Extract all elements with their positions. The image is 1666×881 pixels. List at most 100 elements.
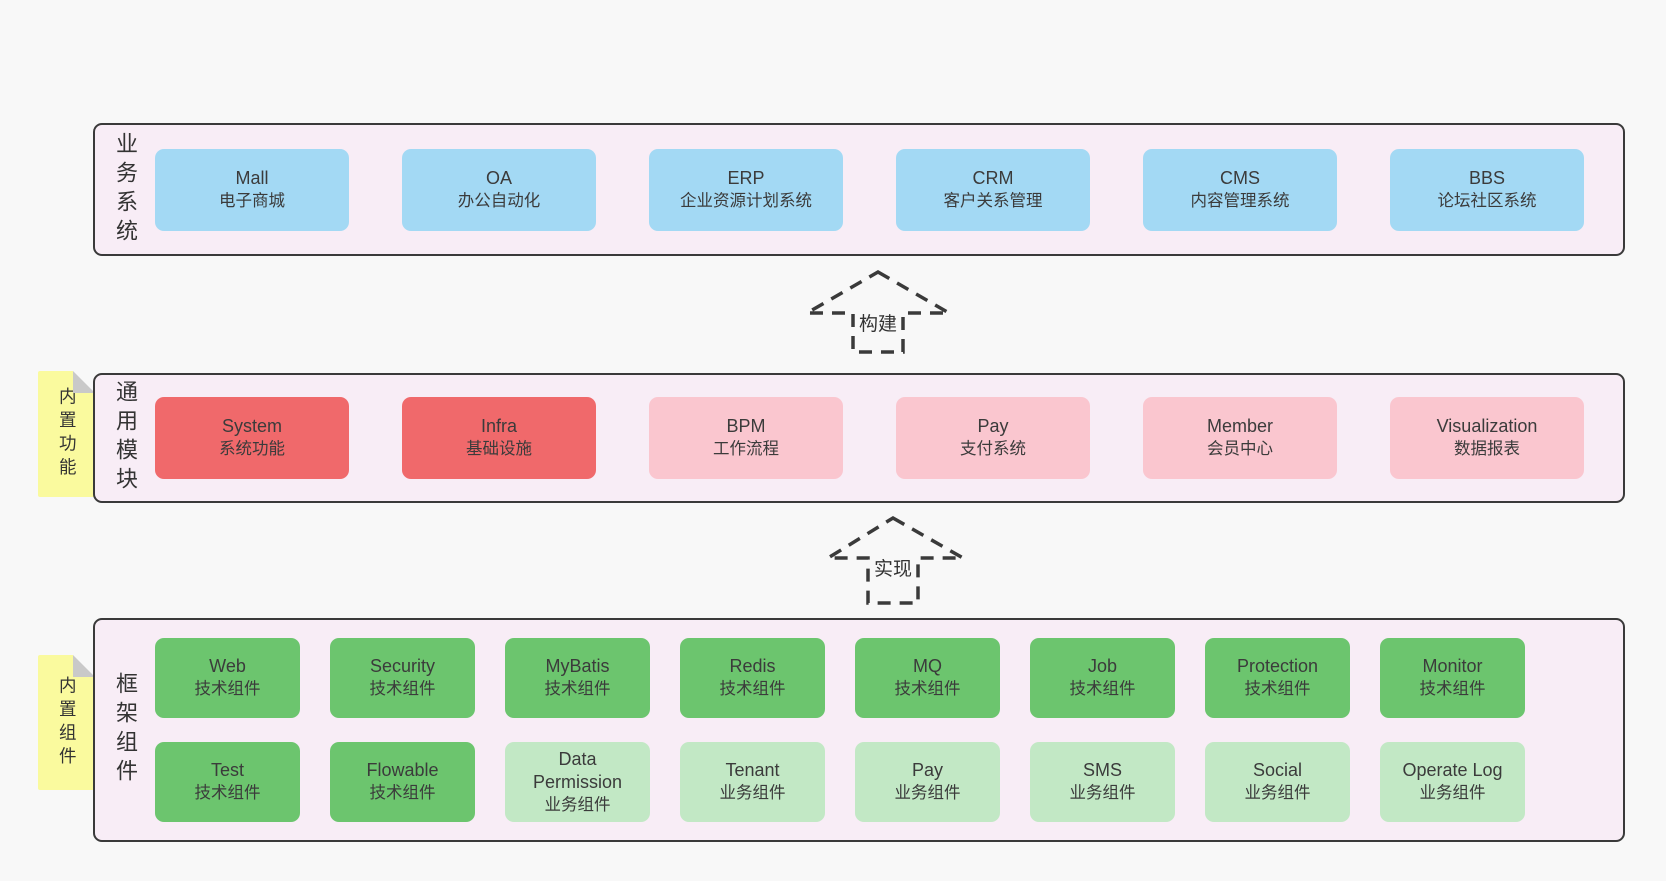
box-subtitle: 技术组件: [894, 680, 961, 698]
box-subtitle: 技术组件: [194, 680, 261, 698]
box-crm: CRM 客户关系管理: [896, 148, 1090, 231]
panel-framework-label: 框架组件: [95, 672, 155, 788]
box-subtitle: 技术组件: [719, 680, 786, 698]
implement-arrow: 实现: [821, 515, 970, 605]
framework-box-grid: Web 技术组件 Security 技术组件 MyBatis 技术组件 Redi…: [155, 638, 1525, 822]
note-built-in-components: 内置组件: [38, 655, 95, 790]
box-test: Test 技术组件: [155, 742, 300, 822]
box-title: Mall: [235, 167, 269, 188]
box-subtitle: 业务组件: [1244, 784, 1311, 802]
note-built-in-features-label: 内置功能: [57, 387, 78, 481]
box-subtitle: 会员中心: [1207, 440, 1273, 458]
box-title: Job: [1087, 656, 1118, 676]
box-subtitle: 工作流程: [713, 440, 779, 458]
box-bpm: BPM 工作流程: [649, 397, 843, 479]
box-mq: MQ 技术组件: [855, 638, 1000, 718]
box-subtitle: 企业资源计划系统: [680, 191, 812, 210]
box-subtitle: 技术组件: [544, 680, 611, 698]
box-title: Flowable: [366, 760, 439, 780]
box-mybatis: MyBatis 技术组件: [505, 638, 650, 718]
box-pay-biz: Pay 业务组件: [855, 742, 1000, 822]
box-monitor: Monitor 技术组件: [1380, 638, 1525, 718]
box-oa: OA 办公自动化: [402, 148, 596, 231]
box-mall: Mall 电子商城: [155, 148, 349, 231]
box-system: System 系统功能: [155, 397, 349, 479]
folded-corner-icon: [73, 371, 95, 393]
box-title: SMS: [1082, 760, 1122, 780]
box-subtitle: 客户关系管理: [943, 191, 1043, 210]
implement-arrow-label: 实现: [874, 558, 912, 580]
panel-modules-label-text: 通用模块: [113, 380, 138, 496]
box-subtitle: 业务组件: [544, 795, 611, 814]
box-title: Security: [369, 656, 436, 676]
panel-business-label-text: 业务系统: [113, 131, 138, 248]
box-title: Visualization: [1436, 416, 1538, 436]
box-subtitle: 基础设施: [466, 440, 532, 458]
box-subtitle: 办公自动化: [457, 191, 541, 210]
box-social: Social 业务组件: [1205, 742, 1350, 822]
box-data-permission: Data Permission 业务组件: [505, 742, 650, 822]
panel-business-label: 业务系统: [95, 132, 155, 248]
box-title: CMS: [1220, 167, 1260, 188]
box-title: Operate Log: [1402, 760, 1503, 780]
box-pay: Pay 支付系统: [896, 397, 1090, 479]
business-box-row: Mall 电子商城 OA 办公自动化 ERP 企业资源计划系统 CRM 客户关系…: [155, 148, 1584, 231]
box-title: MyBatis: [545, 656, 610, 676]
box-subtitle: 技术组件: [1069, 680, 1136, 698]
box-cms: CMS 内容管理系统: [1143, 148, 1337, 231]
box-subtitle: 系统功能: [219, 440, 285, 458]
box-protection: Protection 技术组件: [1205, 638, 1350, 718]
panel-framework-label-text: 框架组件: [113, 672, 138, 788]
box-title: Redis: [729, 656, 776, 676]
box-title: BPM: [726, 416, 766, 436]
box-title: Pay: [911, 760, 944, 780]
panel-business-systems: 业务系统 Mall 电子商城 OA 办公自动化 ERP 企业资源计划系统 CRM…: [93, 123, 1625, 256]
box-infra: Infra 基础设施: [402, 397, 596, 479]
box-web: Web 技术组件: [155, 638, 300, 718]
box-title: Web: [209, 656, 246, 676]
box-title: CRM: [972, 167, 1014, 188]
implement-arrow-shape: [821, 515, 970, 605]
box-tenant: Tenant 业务组件: [680, 742, 825, 822]
box-subtitle: 业务组件: [719, 784, 786, 802]
box-subtitle: 技术组件: [369, 680, 436, 698]
note-built-in-components-label: 内置组件: [57, 675, 78, 770]
box-title: ERP: [727, 167, 765, 188]
panel-modules-label: 通用模块: [95, 380, 155, 496]
box-subtitle: 内容管理系统: [1190, 191, 1290, 210]
build-arrow: 构建: [800, 269, 956, 354]
box-subtitle: 论坛社区系统: [1437, 191, 1537, 210]
box-title: Infra: [480, 416, 518, 436]
box-job: Job 技术组件: [1030, 638, 1175, 718]
box-bbs: BBS 论坛社区系统: [1390, 148, 1584, 231]
box-sms: SMS 业务组件: [1030, 742, 1175, 822]
box-title: Social: [1252, 760, 1303, 780]
folded-corner-icon: [73, 655, 95, 677]
note-built-in-features: 内置功能: [38, 371, 95, 497]
build-arrow-shape: [800, 269, 956, 354]
box-subtitle: 技术组件: [1244, 680, 1311, 698]
box-operate-log: Operate Log 业务组件: [1380, 742, 1525, 822]
box-member: Member 会员中心: [1143, 397, 1337, 479]
box-title: BBS: [1468, 167, 1506, 188]
box-subtitle: 业务组件: [1069, 784, 1136, 802]
box-subtitle: 支付系统: [960, 440, 1026, 458]
panel-framework-components: 框架组件 Web 技术组件 Security 技术组件 MyBatis 技术组件…: [93, 618, 1625, 842]
box-subtitle: 业务组件: [894, 784, 961, 802]
box-title: Test: [210, 760, 244, 780]
box-security: Security 技术组件: [330, 638, 475, 718]
box-flowable: Flowable 技术组件: [330, 742, 475, 822]
box-redis: Redis 技术组件: [680, 638, 825, 718]
box-subtitle: 电子商城: [219, 191, 285, 210]
box-visualization: Visualization 数据报表: [1390, 397, 1584, 479]
modules-box-row: System 系统功能 Infra 基础设施 BPM 工作流程 Pay 支付系统…: [155, 397, 1584, 479]
box-title: Member: [1206, 416, 1273, 436]
box-title: Tenant: [725, 760, 780, 780]
box-subtitle: 技术组件: [1419, 680, 1486, 698]
box-subtitle: 数据报表: [1454, 440, 1520, 458]
box-subtitle: 技术组件: [369, 784, 436, 802]
box-title: OA: [485, 167, 512, 188]
panel-common-modules: 通用模块 System 系统功能 Infra 基础设施 BPM 工作流程 Pay…: [93, 373, 1625, 503]
box-subtitle: 业务组件: [1419, 784, 1486, 802]
